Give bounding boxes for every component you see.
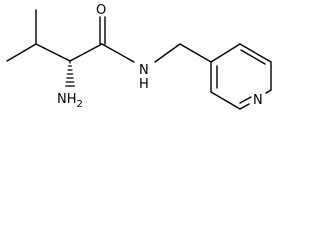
- bond-methyl-left: [6, 43, 37, 62]
- bond-ch2-to-ring: [179, 43, 212, 63]
- pyridine-ring: [210, 43, 272, 110]
- chemical-structure-diagram: O N H NH2 N: [6, 3, 272, 110]
- amide-hydrogen-label: H: [139, 77, 149, 92]
- stereo-hash-bond: [64, 60, 76, 87]
- oxygen-label: O: [96, 3, 106, 18]
- bond-ch-to-alpha: [35, 43, 71, 62]
- amide-nitrogen-label: N: [139, 63, 149, 78]
- bond-alpha-to-carbonyl: [69, 43, 103, 62]
- bond-n-to-ch2: [154, 43, 181, 63]
- bond-carbonyl-to-n: [101, 43, 135, 63]
- amine-label: NH2: [57, 92, 83, 110]
- pyridine-nitrogen-label: N: [253, 93, 263, 108]
